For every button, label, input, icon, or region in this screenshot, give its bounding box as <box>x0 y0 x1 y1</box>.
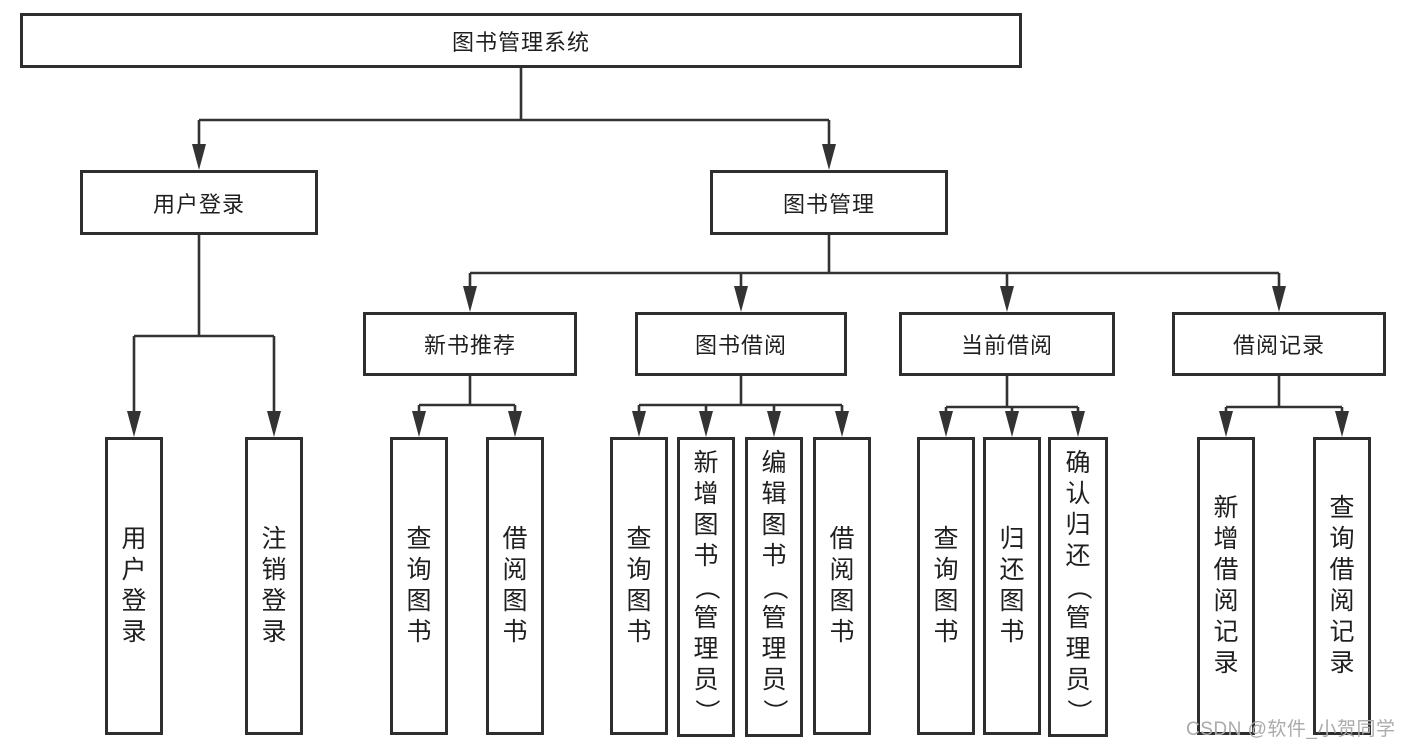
leaf-query-books-current: 查询图书 <box>917 437 975 735</box>
connector-borrow-record-split <box>1219 376 1349 437</box>
leaf-logout-login: 注销登录 <box>245 437 303 735</box>
leaf-borrow-books-recommend: 借阅图书 <box>486 437 544 735</box>
leaf-edit-books-admin: 编辑图书（管理员） <box>745 437 803 737</box>
node-root: 图书管理系统 <box>20 13 1022 68</box>
connector-book-borrow-split <box>632 376 849 437</box>
leaf-query-books-borrow: 查询图书 <box>610 437 668 735</box>
connector-root-split <box>192 68 836 170</box>
node-book-borrow: 图书借阅 <box>635 312 847 376</box>
leaf-borrow-books-borrow: 借阅图书 <box>813 437 871 735</box>
node-new-book-recommend: 新书推荐 <box>363 312 577 376</box>
connector-current-borrow-split <box>939 376 1085 437</box>
connector-book-management-split <box>463 235 1286 312</box>
node-current-borrow: 当前借阅 <box>899 312 1115 376</box>
connector-new-book-split <box>412 376 522 437</box>
csdn-watermark: CSDN @软件_小贺同学 <box>1186 719 1396 740</box>
leaf-add-borrow-record: 新增借阅记录 <box>1197 437 1255 735</box>
leaf-add-books-admin: 新增图书（管理员） <box>677 437 735 737</box>
node-user-login: 用户登录 <box>80 170 318 235</box>
connector-user-login-split <box>127 235 281 437</box>
leaf-confirm-return-admin: 确认归还（管理员） <box>1048 437 1108 737</box>
leaf-query-borrow-record: 查询借阅记录 <box>1313 437 1371 735</box>
node-book-management: 图书管理 <box>710 170 948 235</box>
node-borrow-record: 借阅记录 <box>1172 312 1386 376</box>
leaf-user-login: 用户登录 <box>105 437 163 735</box>
leaf-query-books-recommend: 查询图书 <box>390 437 448 735</box>
leaf-return-books: 归还图书 <box>983 437 1041 735</box>
